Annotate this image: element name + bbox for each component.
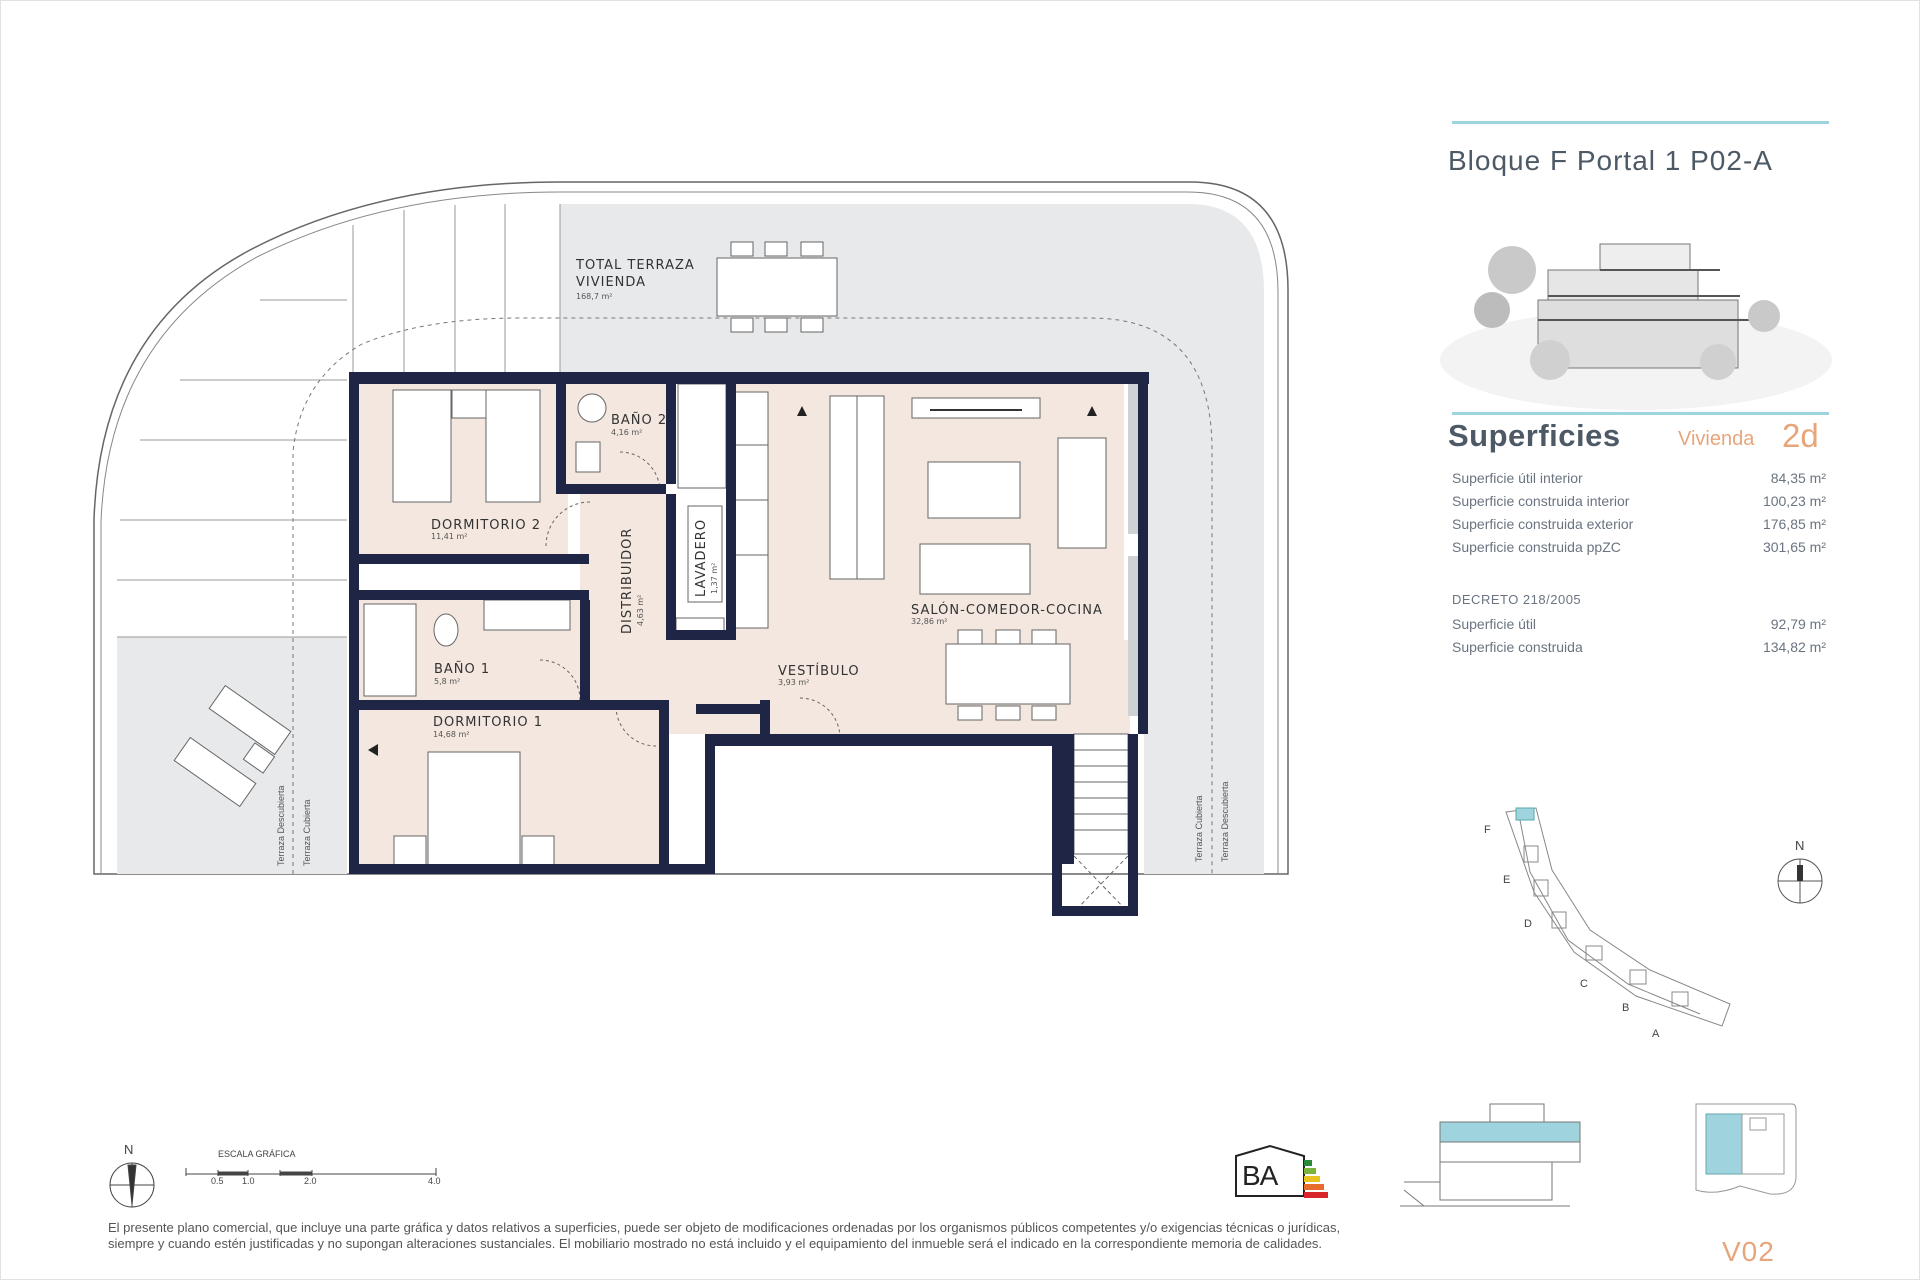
- kitchen-units: [733, 391, 885, 629]
- superficie-value: 100,23 m²: [1762, 493, 1826, 509]
- bano1-area: 5,8 m²: [434, 677, 461, 686]
- terrace-covered-left: [117, 637, 347, 874]
- bano2-fixtures: [575, 383, 727, 489]
- dormitorio1-area: 14,68 m²: [433, 730, 470, 739]
- decreto-label: Superficie construida: [1452, 639, 1583, 655]
- dormitorio2-label: DORMITORIO 2: [431, 518, 542, 533]
- terraza-cubierta-right: Terraza Cubierta: [1194, 795, 1204, 862]
- bano1-fixtures: [363, 599, 571, 697]
- plan-code: V02: [1722, 1236, 1775, 1267]
- terraza-area: 168,7 m²: [576, 292, 613, 301]
- orientation-markers: [368, 406, 1097, 756]
- superficie-label: Superficie construida interior: [1452, 493, 1630, 509]
- pergola-slats: [117, 204, 561, 638]
- block-label-c: C: [1580, 978, 1588, 990]
- superficies-rule: [1452, 412, 1829, 415]
- distribuidor-area: 4,63 m²: [636, 594, 645, 626]
- page-title: Bloque F Portal 1 P02-A: [1448, 145, 1773, 176]
- decreto-label: Superficie útil: [1452, 616, 1537, 632]
- site-map: [1505, 807, 1731, 1027]
- terraza-cubierta-left: Terraza Cubierta: [302, 799, 312, 866]
- block-label-a: A: [1652, 1028, 1660, 1040]
- site-north-label: N: [1795, 838, 1805, 853]
- door-swings: [539, 451, 841, 747]
- salon-area: 32,86 m²: [911, 617, 948, 626]
- vestibulo-area: 3,93 m²: [778, 678, 810, 687]
- block-label-f: F: [1484, 824, 1491, 836]
- lavadero-area: 1,37 m²: [710, 562, 719, 594]
- superficie-label: Superficie construida ppZC: [1452, 539, 1621, 555]
- superficie-row: Superficie construida exterior 176,85 m²: [1452, 516, 1826, 532]
- vivienda-type: 2d: [1782, 417, 1819, 454]
- distribuidor-label: DISTRIBUIDOR: [620, 527, 635, 634]
- energy-rating-icon: [1235, 1144, 1328, 1198]
- block-label-d: D: [1524, 918, 1532, 930]
- disclaimer-text: El presente plano comercial, que incluye…: [108, 1220, 1341, 1251]
- terraza-descubierta-left: Terraza Descubierta: [276, 785, 286, 866]
- superficie-label: Superficie útil interior: [1452, 470, 1583, 486]
- salon-label: SALÓN-COMEDOR-COCINA: [911, 603, 1103, 618]
- decreto-value: 134,82 m²: [1762, 639, 1826, 655]
- terraza-title-1: TOTAL TERRAZA: [576, 258, 695, 273]
- salon-furniture: [911, 397, 1107, 721]
- scale-tick: 2.0: [304, 1176, 317, 1186]
- dormitorio2-area: 11,41 m²: [431, 532, 468, 541]
- bano2-label: BAÑO 2: [611, 413, 668, 428]
- decreto-value: 92,79 m²: [1770, 616, 1826, 632]
- lavadero-label: LAVADERO: [694, 518, 709, 597]
- footer-north-label: N: [124, 1142, 134, 1157]
- sun-loungers: [173, 684, 292, 808]
- terraza-title-2: VIVIENDA: [576, 275, 647, 290]
- dormitorio1-label: DORMITORIO 1: [433, 715, 544, 730]
- scale-bar: [185, 1168, 437, 1176]
- superficie-row: Superficie útil interior 84,35 m²: [1452, 470, 1826, 486]
- elevation-diagram: [1400, 1103, 1581, 1207]
- site-north-compass: [1777, 858, 1823, 904]
- decreto-row: Superficie construida 134,82 m²: [1452, 639, 1826, 655]
- bano2-area: 4,16 m²: [611, 428, 643, 437]
- terrace-table: [716, 241, 838, 333]
- decreto-row: Superficie útil 92,79 m²: [1452, 616, 1826, 632]
- superficie-label: Superficie construida exterior: [1452, 516, 1634, 532]
- walls: [349, 372, 1149, 916]
- superficies-heading: Superficies: [1448, 418, 1621, 453]
- building-rendering: [1440, 243, 1832, 410]
- superficie-row: Superficie construida interior 100,23 m²: [1452, 493, 1826, 509]
- scale-tick: 0.5: [211, 1176, 224, 1186]
- terrace-covered-top: [560, 204, 1264, 874]
- stairs: [1073, 733, 1129, 913]
- scale-tick: 1.0: [242, 1176, 255, 1186]
- title-top-rule: [1452, 121, 1829, 124]
- vestibulo-label: VESTÍBULO: [778, 664, 860, 679]
- plan-key-diagram: [1695, 1103, 1797, 1195]
- decreto-title: DECRETO 218/2005: [1452, 592, 1582, 607]
- block-label-b: B: [1622, 1002, 1630, 1014]
- superficie-value: 301,65 m²: [1762, 539, 1826, 555]
- scale-title: ESCALA GRÁFICA: [218, 1149, 296, 1159]
- bano1-label: BAÑO 1: [434, 662, 491, 677]
- dormitorio1-furniture: [393, 751, 555, 867]
- terrace-inner-outline: [100, 191, 1279, 874]
- superficie-value: 176,85 m²: [1762, 516, 1826, 532]
- scale-tick: 4.0: [428, 1176, 441, 1186]
- energy-rating-letters: BA: [1242, 1160, 1278, 1191]
- superficie-value: 84,35 m²: [1770, 470, 1826, 486]
- dormitorio2-furniture: [392, 389, 541, 503]
- terraza-descubierta-right: Terraza Descubierta: [1220, 781, 1230, 862]
- vivienda-label: Vivienda: [1678, 428, 1755, 450]
- block-label-e: E: [1503, 874, 1511, 886]
- superficie-row: Superficie construida ppZC 301,65 m²: [1452, 539, 1826, 555]
- footer-north-compass: [109, 1162, 155, 1208]
